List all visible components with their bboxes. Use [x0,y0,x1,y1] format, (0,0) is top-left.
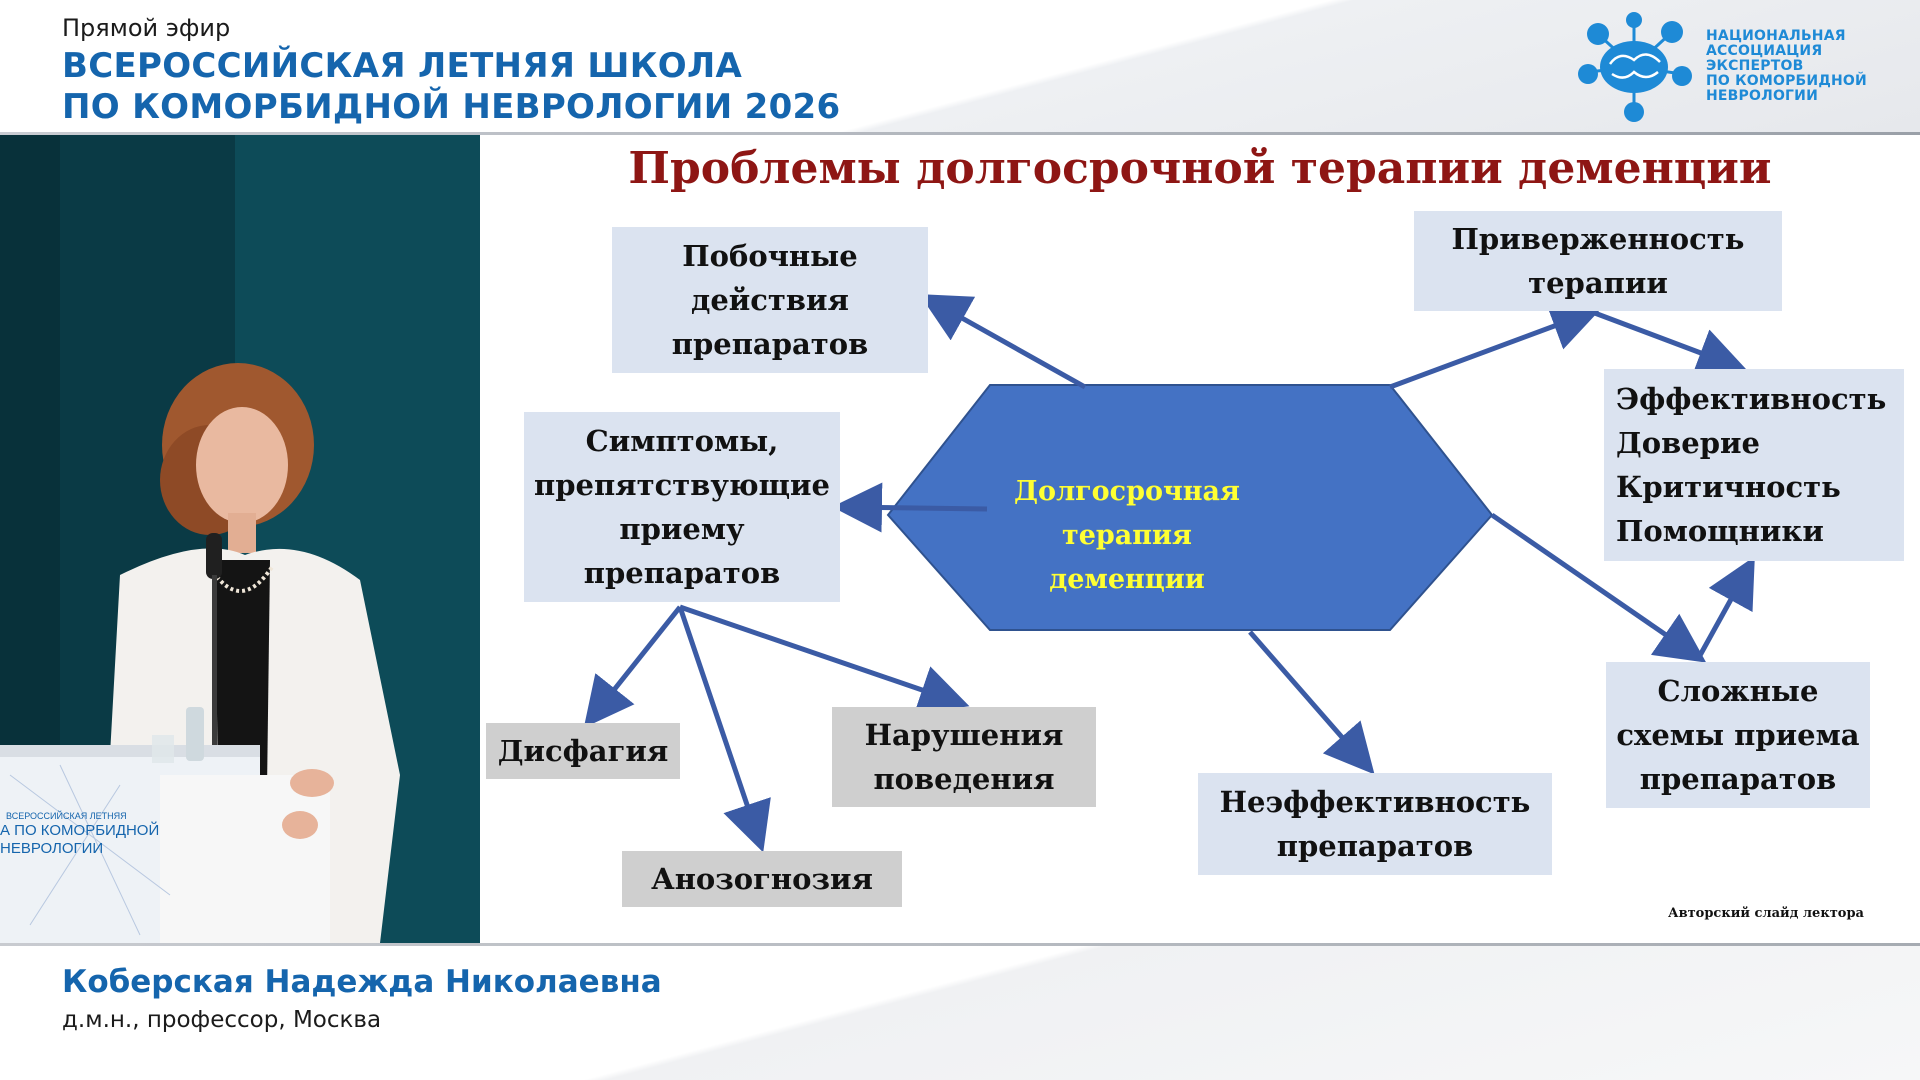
arrow-to-dysphagia [583,605,682,728]
speaker-video: ВСЕРОССИЙСКАЯ ЛЕТНЯЯ А ПО КОМОРБИДНОЙ НЕ… [0,135,480,943]
box-dysphagia: Дисфагия [486,723,680,779]
arrow-to-adherence [1389,302,1602,390]
logo-text-line: ЭКСПЕРТОВ [1706,58,1804,74]
brain-network-icon [1578,12,1692,122]
box-adherence: Приверженность терапии [1414,211,1782,311]
event-title-line-1: ВСЕРОССИЙСКАЯ ЛЕТНЯЯ ШКОЛА [62,46,743,86]
event-title: ВСЕРОССИЙСКАЯ ЛЕТНЯЯ ШКОЛА ПО КОМОРБИДНО… [62,46,840,128]
speaker-info: д.м.н., профессор, Москва [62,1007,382,1033]
header-divider [0,132,1920,135]
live-label: Прямой эфир [62,14,231,42]
arrow-adherence-to-factors [1591,309,1748,377]
logo-text-line: АССОЦИАЦИЯ [1706,43,1823,59]
lower-third [0,943,1920,1080]
slide-title: Проблемы долгосрочной терапии деменции [628,143,1772,194]
arrow-to-symptoms [832,482,988,533]
box-inefficiency: Неэффективность препаратов [1198,773,1552,875]
center-concept: Долгосрочная терапия деменции [1014,476,1240,595]
podium-text-line-2: А ПО КОМОРБИДНОЙ [0,821,159,839]
arrow-to-complex [1490,512,1707,663]
author-note: Авторский слайд лектора [1668,906,1864,921]
box-factors: Эффективность Доверие Критичность Помощн… [1604,369,1904,561]
box-behavior: Нарушения поведения [832,707,1096,807]
arrow-to-anosognosia [677,606,771,853]
podium-text-line-1: ВСЕРОССИЙСКАЯ ЛЕТНЯЯ [6,810,127,821]
speaker-illustration: ВСЕРОССИЙСКАЯ ЛЕТНЯЯ А ПО КОМОРБИДНОЙ НЕ… [0,135,480,943]
speaker-name: Коберская Надежда Николаевна [62,964,662,1000]
logo-text-line: НЕВРОЛОГИИ [1706,88,1818,104]
box-anosognosia: Анозогнозия [622,851,902,907]
box-complex: Сложные схемы приема препаратов [1606,662,1870,808]
box-symptoms: Симптомы, препятствующие приему препарат… [524,412,840,602]
podium-text-line-3: НЕВРОЛОГИИ [0,840,103,857]
arrow-to-behavior [679,604,970,714]
arrow-to-inefficiency [1248,630,1375,775]
logo-text: НАЦИОНАЛЬНАЯ АССОЦИАЦИЯ ЭКСПЕРТОВ ПО КОМ… [1706,29,1867,104]
logo-text-line: ПО КОМОРБИДНОЙ [1706,73,1867,89]
broadcast-header: Прямой эфир ВСЕРОССИЙСКАЯ ЛЕТНЯЯ ШКОЛА П… [0,0,1920,134]
event-title-line-2: ПО КОМОРБИДНОЙ НЕВРОЛОГИИ 2026 [62,87,841,127]
presentation-slide: Проблемы долгосрочной терапии деменции Д… [480,135,1920,943]
arrow-to-side-effects [919,294,1087,390]
arrow-complex-to-factors [1695,556,1755,661]
logo-text-line: НАЦИОНАЛЬНАЯ [1706,28,1846,44]
diagram-arrows [583,294,1755,853]
box-side-effects: Побочные действия препаратов [612,227,928,373]
lower-third-divider [0,943,1920,946]
